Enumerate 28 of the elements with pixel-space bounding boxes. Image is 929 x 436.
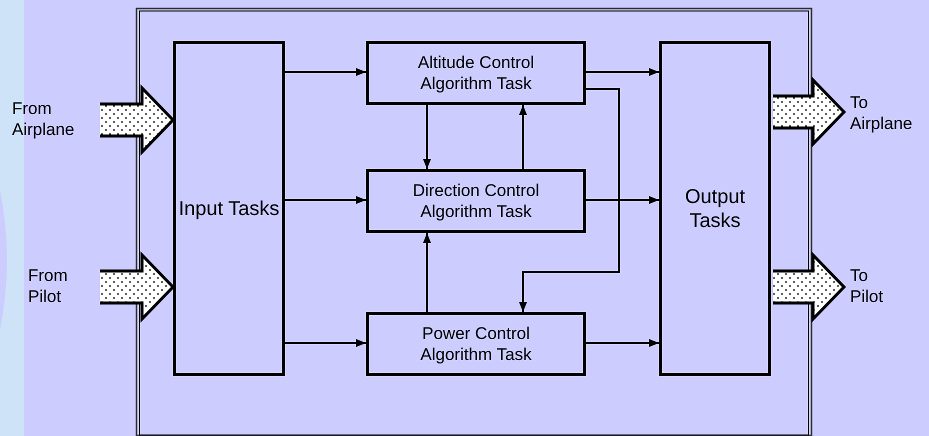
box-label: Output Tasks — [684, 184, 746, 232]
box-label: Input Tasks — [178, 196, 280, 220]
box-label: Power Control Algorithm Task — [419, 323, 533, 365]
process-box — [366, 312, 586, 376]
block-arrow — [772, 251, 846, 323]
input-source-label: From Pilot — [28, 265, 69, 307]
arrow — [285, 68, 366, 76]
arrow — [586, 68, 659, 76]
block-arrow — [98, 251, 176, 323]
box-label: Direction Control Algorithm Task — [412, 180, 540, 222]
process-box — [366, 169, 586, 233]
output-target-label: To Airplane — [850, 92, 914, 134]
block-arrow — [98, 84, 176, 156]
arrow — [519, 105, 527, 169]
arrow — [423, 105, 431, 169]
arrow — [586, 196, 659, 204]
output-target-label: To Pilot — [850, 265, 884, 307]
input-source-label: From Airplane — [12, 98, 76, 140]
arrow — [285, 339, 366, 347]
block-arrow — [772, 76, 846, 148]
arrow — [519, 88, 620, 312]
arrow — [423, 233, 431, 312]
arrow — [586, 339, 659, 347]
process-box — [366, 41, 586, 105]
process-box — [173, 41, 285, 376]
process-box — [659, 41, 771, 376]
arrow — [285, 196, 366, 204]
box-label: Altitude Control Algorithm Task — [416, 52, 536, 94]
